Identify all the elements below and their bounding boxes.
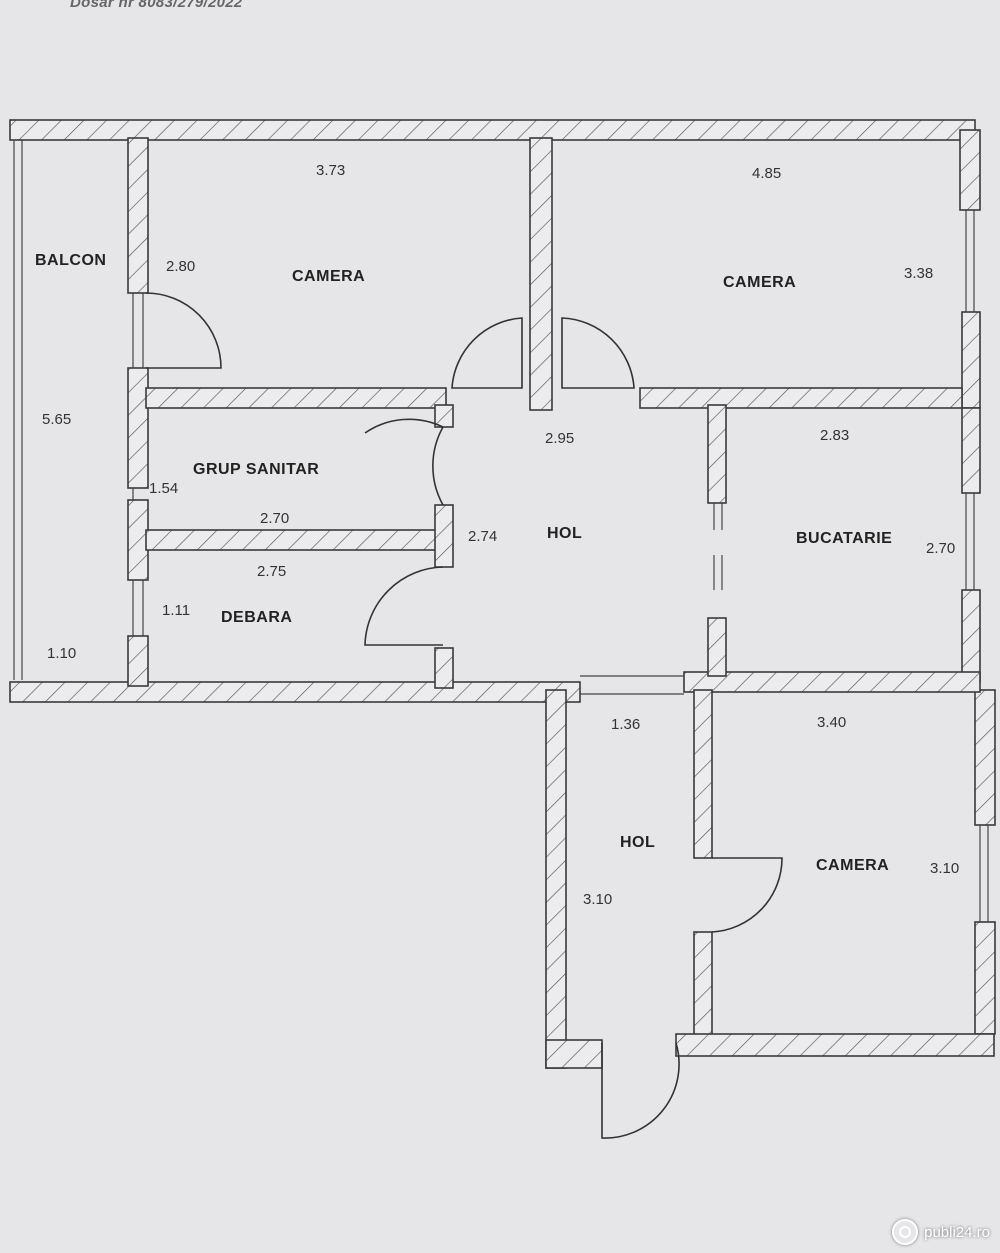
dim-label: 5.65 (42, 411, 71, 428)
dim-label: 2.80 (166, 258, 195, 275)
watermark-text: publi24.ro (924, 1223, 990, 1241)
room-label-camera-2: CAMERA (723, 274, 796, 291)
dim-label: 2.95 (545, 430, 574, 447)
dim-label: 2.75 (257, 563, 286, 580)
walls (9, 119, 996, 1069)
dim-label: 1.36 (611, 716, 640, 733)
dim-label: 2.70 (260, 510, 289, 527)
door-camera-3 (711, 857, 783, 933)
wall-partition (707, 404, 727, 504)
dim-label: 1.54 (149, 480, 178, 497)
wall-top-outer (9, 119, 976, 141)
door-debara (364, 566, 444, 646)
document-header: Dosar nr 8083/279/2022 (70, 0, 243, 11)
room-label-balcon: BALCON (35, 252, 106, 269)
windows (13, 140, 989, 922)
publi24-logo-icon (892, 1219, 919, 1245)
wall-balcony-inner (127, 635, 149, 687)
dim-label: 4.85 (752, 165, 781, 182)
dim-label: 3.73 (316, 162, 345, 179)
wall-balcony-inner (127, 499, 149, 581)
room-label-camera-3: CAMERA (816, 857, 889, 874)
room-label-grup-sanitar: GRUP SANITAR (193, 461, 319, 478)
dim-label: 2.74 (468, 528, 497, 545)
wall-bottom-outer (683, 671, 981, 693)
wall-partition (529, 137, 553, 411)
dimension-labels: 5.65 1.10 3.73 2.80 4.85 3.38 1.54 2.70 … (42, 162, 959, 908)
wall-right-outer (974, 689, 996, 826)
wall-partition (434, 504, 454, 568)
wall-lower-divider (693, 931, 713, 1043)
dim-label: 3.10 (930, 860, 959, 877)
dim-label: 1.11 (162, 602, 190, 619)
door-swings (145, 292, 783, 1139)
wall-right-outer (961, 407, 981, 494)
wall-lower-divider (693, 689, 713, 859)
wall-lower-bottom (545, 1039, 603, 1069)
wall-partition (707, 617, 727, 677)
room-label-hol-1: HOL (547, 525, 582, 542)
dim-label: 2.70 (926, 540, 955, 557)
door-balcony (145, 292, 222, 369)
dim-label: 3.40 (817, 714, 846, 731)
dim-label: 3.38 (904, 265, 933, 282)
wall-partition (145, 387, 447, 409)
door-entrance (601, 1042, 680, 1139)
wall-partition (145, 529, 447, 551)
door-grup-sanitar (432, 426, 444, 506)
door-camera-1 (451, 317, 523, 389)
door-camera-2 (561, 317, 635, 389)
door-grup-sanitar-arc (364, 418, 444, 434)
dim-label: 3.10 (583, 891, 612, 908)
watermark: publi24.ro (892, 1219, 990, 1245)
dim-label: 1.10 (47, 645, 76, 662)
wall-partition (434, 404, 454, 428)
wall-bottom-outer (9, 681, 581, 703)
wall-lower-bottom (675, 1033, 995, 1057)
room-label-debara: DEBARA (221, 609, 292, 626)
room-label-bucatarie: BUCATARIE (796, 530, 892, 547)
wall-partition (639, 387, 963, 409)
wall-lower-left (545, 689, 567, 1069)
room-label-hol-2: HOL (620, 834, 655, 851)
dim-label: 2.83 (820, 427, 849, 444)
wall-balcony-inner (127, 367, 149, 489)
room-labels: BALCON CAMERA CAMERA GRUP SANITAR DEBARA… (35, 252, 892, 874)
room-label-camera-1: CAMERA (292, 268, 365, 285)
wall-right-outer (959, 129, 981, 211)
wall-balcony-inner (127, 137, 149, 294)
wall-right-outer (974, 921, 996, 1035)
wall-right-outer (961, 589, 981, 683)
wall-partition (434, 647, 454, 689)
wall-right-outer (961, 311, 981, 409)
